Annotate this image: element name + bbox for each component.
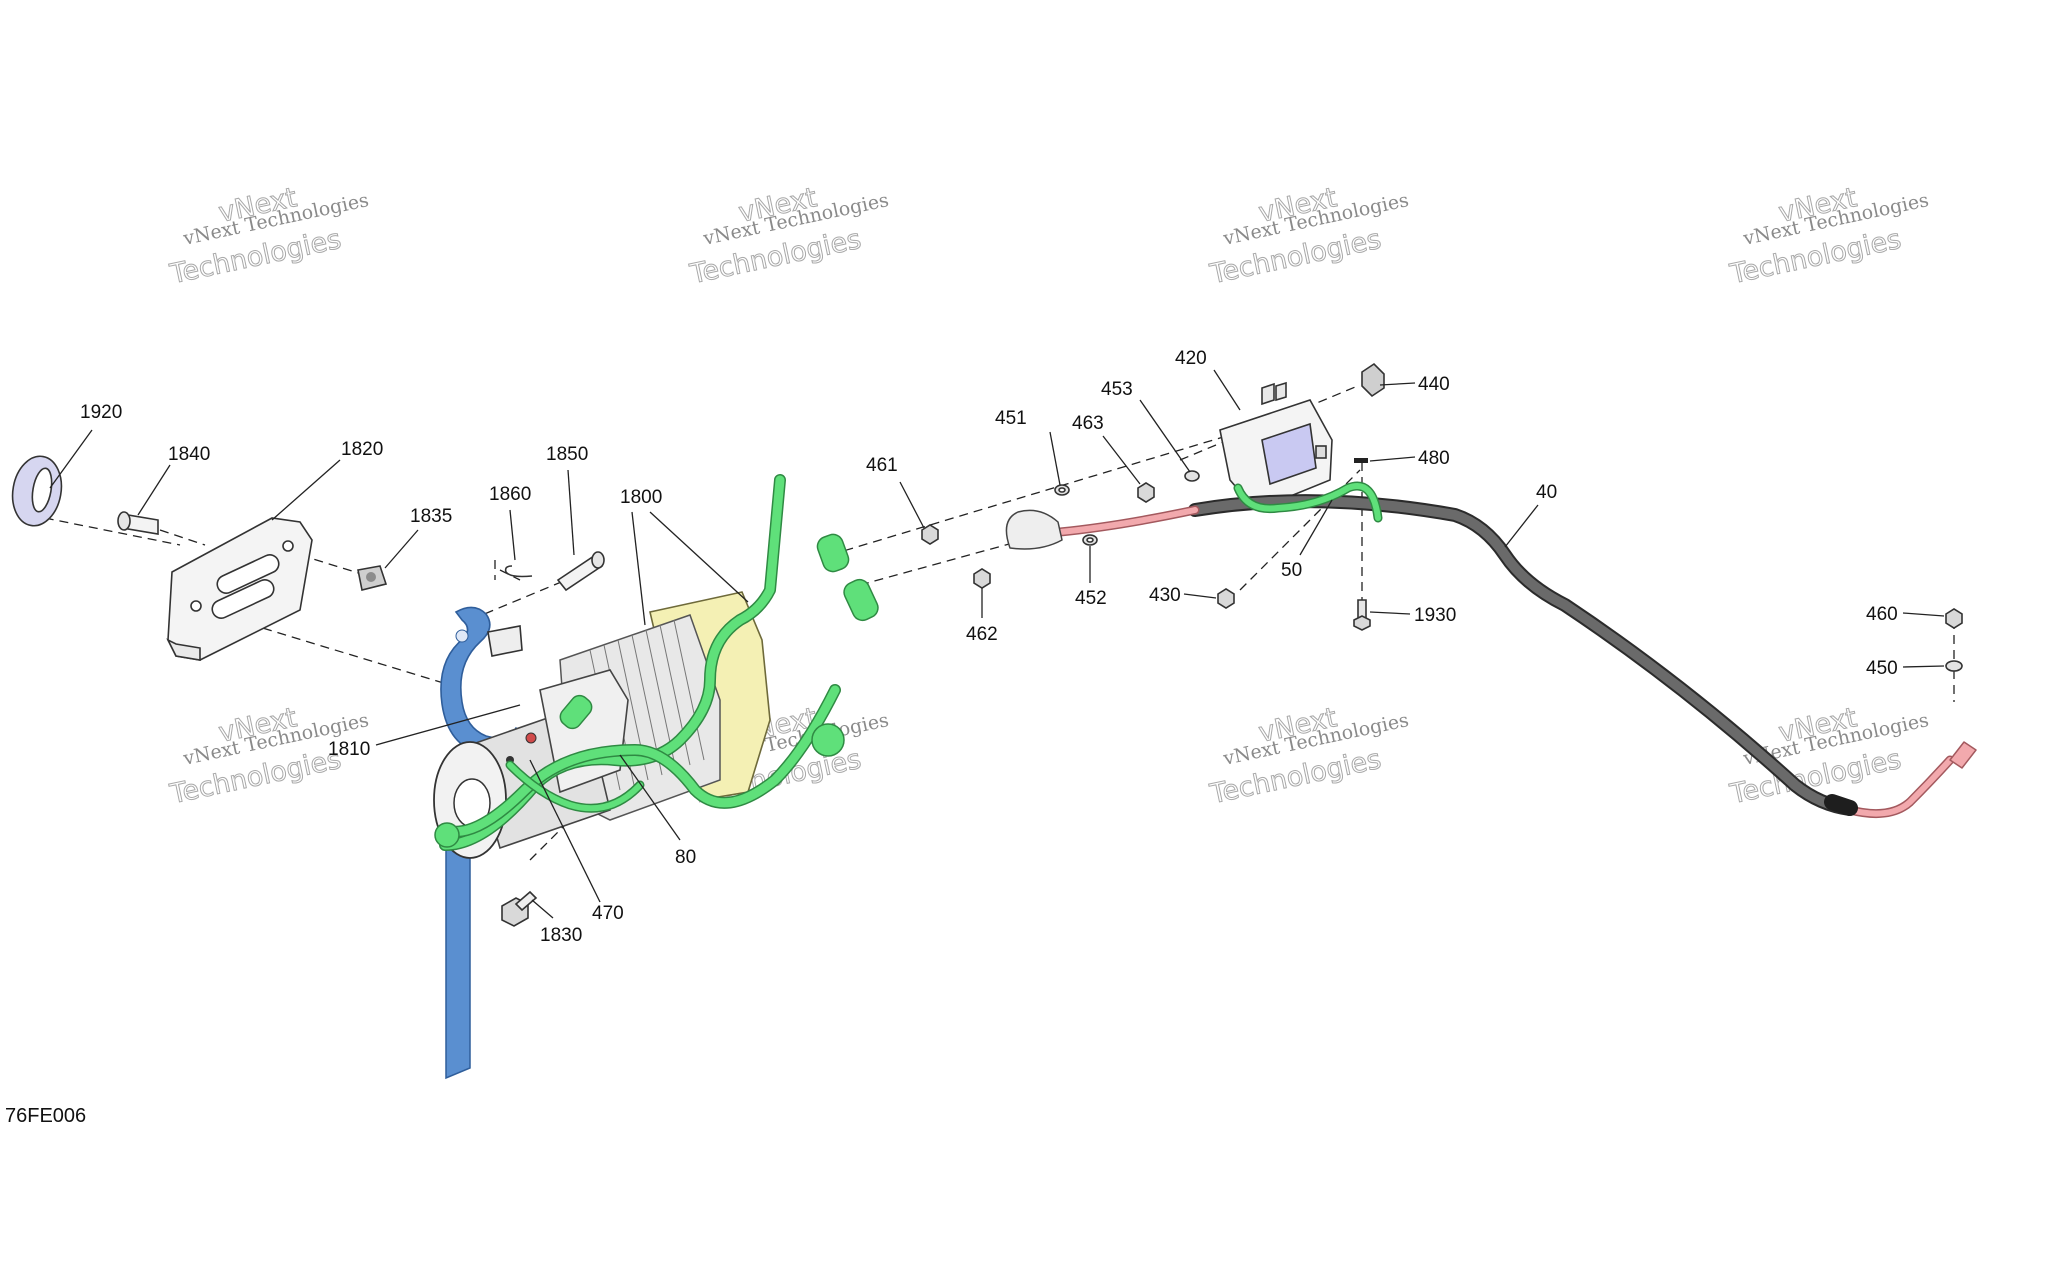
part-50-ground-strap (1233, 481, 1383, 523)
callout-1840: 1840 (168, 444, 210, 465)
part-1830-bolt (501, 890, 538, 927)
part-winch-strap (445, 837, 471, 1080)
watermark: vNext vNext Technologies Technologies (1206, 702, 1410, 811)
part-460-nut (1945, 608, 1963, 629)
watermark: vNext vNext Technologies Technologies (1726, 182, 1930, 291)
callout-1850: 1850 (546, 444, 588, 465)
leader-lines (49, 369, 1945, 919)
part-463-nut (1137, 482, 1155, 503)
callout-1810: 1810 (328, 739, 370, 760)
callout-40: 40 (1536, 482, 1557, 503)
callout-451: 451 (995, 408, 1027, 429)
part-1835-clip-nut (357, 565, 388, 591)
callout-80: 80 (675, 847, 696, 868)
part-1930-bolt (1353, 599, 1371, 631)
callout-430: 430 (1149, 585, 1181, 606)
callout-470: 470 (592, 903, 624, 924)
callout-1930: 1930 (1414, 605, 1456, 626)
callout-452: 452 (1075, 588, 1107, 609)
callout-461: 461 (866, 455, 898, 476)
part-453-washer (1184, 470, 1200, 482)
callout-1800: 1800 (620, 487, 662, 508)
part-1820-fairlead-plate (166, 517, 313, 661)
callout-463: 463 (1072, 413, 1104, 434)
part-1810-winch-hook (440, 606, 525, 756)
assembly-lines (29, 384, 1955, 861)
callout-1830: 1830 (540, 925, 582, 946)
callout-1860: 1860 (489, 484, 531, 505)
callout-480: 480 (1418, 448, 1450, 469)
callout-420: 420 (1175, 348, 1207, 369)
part-1860-hairpin (504, 565, 533, 578)
callout-1835: 1835 (410, 506, 452, 527)
part-harness-green (434, 474, 879, 851)
part-480-clip (1354, 458, 1368, 463)
watermark: vNext vNext Technologies Technologies (1206, 182, 1410, 291)
callout-50: 50 (1281, 560, 1302, 581)
part-1840-bolt (117, 511, 159, 535)
part-451-washer (1054, 484, 1070, 496)
part-1920-cover-cap (11, 455, 63, 527)
callout-1820: 1820 (341, 439, 383, 460)
part-461-nut (921, 524, 939, 545)
part-462-nut (973, 568, 991, 589)
part-450-washer (1945, 660, 1963, 672)
callout-460: 460 (1866, 604, 1898, 625)
callout-453: 453 (1101, 379, 1133, 400)
watermark: vNext vNext Technologies Technologies (686, 182, 890, 291)
watermark-group: vNext vNext Technologies Technologies vN… (166, 182, 1930, 811)
part-40-power-cable (1005, 494, 1977, 819)
part-430-bolt (1217, 588, 1235, 609)
callout-450: 450 (1866, 658, 1898, 679)
watermark: vNext vNext Technologies Technologies (166, 182, 370, 291)
part-420-contactor (1219, 381, 1333, 511)
part-1850-clevis-pin (556, 551, 605, 592)
callout-labels: 1920 1840 1820 1835 1860 1850 1800 1810 … (80, 348, 1898, 946)
callout-1920: 1920 (80, 402, 122, 423)
drawing-code: 76FE006 (5, 1105, 86, 1127)
part-440-clip-nut (1361, 362, 1385, 398)
callout-462: 462 (966, 624, 998, 645)
part-452-washer (1082, 534, 1098, 546)
callout-440: 440 (1418, 374, 1450, 395)
